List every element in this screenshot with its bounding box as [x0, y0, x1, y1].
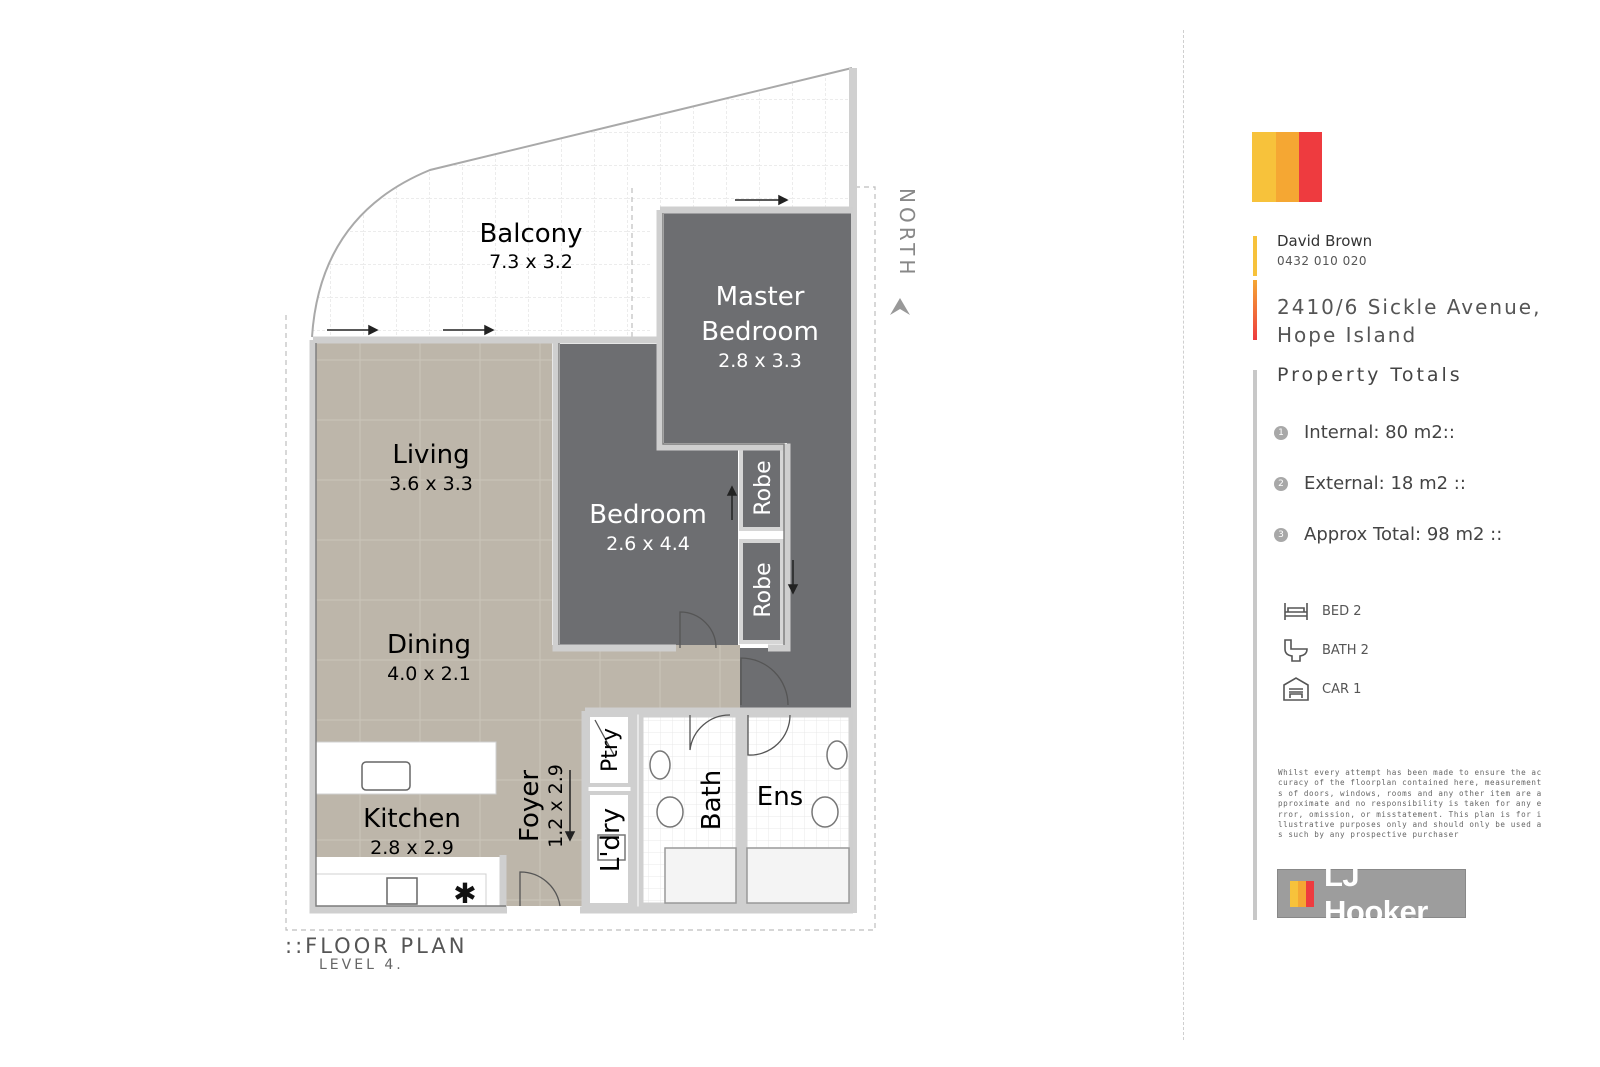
bath-basin [649, 750, 671, 780]
feature-bed: BED 2 [1282, 599, 1362, 623]
ensuite-label: Ens [757, 782, 803, 812]
bedroom-dims: 2.6 x 4.4 [606, 533, 690, 555]
bedroom-label: Bedroom [589, 500, 707, 530]
balcony-label: Balcony [479, 219, 582, 249]
dining-dims: 4.0 x 2.1 [387, 663, 471, 685]
address-line-2: Hope Island [1277, 323, 1418, 347]
bath-toilet [656, 796, 684, 828]
brand-logo-mark [1252, 132, 1322, 202]
dining-label: Dining [387, 630, 471, 660]
balcony-edge [311, 67, 853, 338]
robe-1-area [739, 445, 784, 531]
feature-bed-label: BED 2 [1322, 603, 1362, 619]
living-label: Living [392, 440, 469, 470]
property-address: 2410/6 Sickle Avenue, Hope Island [1277, 293, 1541, 349]
pantry-label: Ptry [598, 728, 623, 772]
master-bedroom-label-1: Master [716, 282, 805, 312]
total-number-badge: 2 [1274, 476, 1288, 491]
master-bedroom-floor [664, 213, 851, 711]
property-totals-title: Property Totals [1277, 364, 1463, 386]
kitchen-sink [361, 761, 411, 791]
agent-phone[interactable]: 0432 010 020 [1277, 254, 1367, 268]
brand-stripe-orange [1276, 132, 1299, 202]
sliding-door-markers [327, 194, 799, 842]
robe-2-area [739, 539, 784, 644]
floor-plan-title: ::FLOOR PLAN [285, 934, 468, 958]
brand-stripe-yellow [1252, 132, 1276, 202]
total-number-badge: 3 [1274, 527, 1288, 542]
ensuite-shower [746, 847, 850, 904]
laundry-label: L'dry [596, 808, 626, 872]
total-label: Approx Total: 98 m2 :: [1304, 524, 1503, 545]
sidebar-divider [1183, 30, 1184, 1040]
bedroom-floor [560, 344, 738, 645]
total-number-badge: 1 [1274, 425, 1288, 440]
ensuite-basin [826, 740, 848, 770]
feature-bath-label: BATH 2 [1322, 642, 1369, 658]
brand-stripe-red [1299, 132, 1322, 202]
total-label: External: 18 m2 :: [1304, 473, 1466, 494]
bath-icon [1284, 639, 1308, 662]
totals-accent-bar [1253, 370, 1257, 920]
address-line-1: 2410/6 Sickle Avenue, [1277, 295, 1542, 319]
bath-label: Bath [697, 770, 727, 830]
total-label: Internal: 80 m2:: [1304, 422, 1455, 443]
feature-bath: BATH 2 [1282, 637, 1369, 663]
living-dims: 3.6 x 3.3 [389, 473, 473, 495]
robe-2-label: Robe [751, 562, 776, 617]
walls [309, 206, 853, 914]
north-indicator: NORTH [890, 188, 919, 315]
logo-text: LJ Hooker [1324, 857, 1428, 929]
ensuite-toilet [811, 796, 839, 828]
balcony-area [312, 68, 852, 337]
agent-name: David Brown [1277, 232, 1373, 250]
total-approx: 3 Approx Total: 98 m2 :: [1274, 524, 1502, 545]
master-bedroom-label-2: Bedroom [701, 317, 819, 347]
wall-shadow [315, 213, 785, 907]
property-boundary [285, 186, 876, 931]
agent-accent-bar [1253, 236, 1257, 276]
door-swings [519, 611, 791, 907]
kitchen-label: Kitchen [363, 804, 461, 834]
total-external: 2 External: 18 m2 :: [1274, 473, 1466, 494]
floor-plan-level: LEVEL 4. [319, 957, 404, 973]
total-internal: 1 Internal: 80 m2:: [1274, 422, 1455, 443]
cooktop [386, 877, 418, 905]
bed-icon [1284, 603, 1308, 620]
robe-1-label: Robe [751, 460, 776, 515]
lj-hooker-logo: LJ Hooker [1277, 858, 1466, 929]
balcony-dims: 7.3 x 3.2 [489, 251, 573, 273]
master-bedroom-dims: 2.8 x 3.3 [718, 350, 802, 372]
logo-stripes-icon [1290, 880, 1314, 907]
north-arrow-icon [890, 298, 910, 315]
foyer-label: Foyer [515, 770, 545, 842]
bath-shower [664, 847, 737, 904]
address-accent-bar [1253, 280, 1257, 340]
fridge-symbol: ✱ [453, 877, 476, 910]
car-icon [1283, 677, 1309, 701]
laundry-tub [597, 834, 626, 861]
foyer-dims: 1.2 x 2.9 [545, 764, 567, 848]
kitchen-dims: 2.8 x 2.9 [370, 837, 454, 859]
north-label: NORTH [895, 188, 919, 278]
disclaimer-text: Whilst every attempt has been made to en… [1278, 768, 1542, 840]
feature-car: CAR 1 [1282, 676, 1361, 702]
feature-car-label: CAR 1 [1322, 681, 1362, 697]
